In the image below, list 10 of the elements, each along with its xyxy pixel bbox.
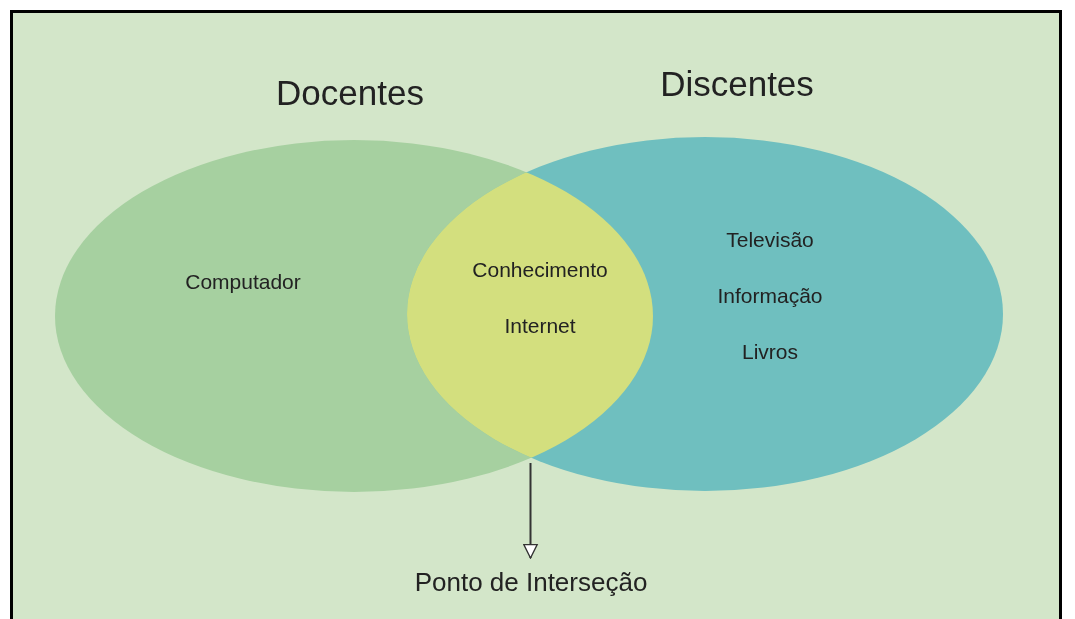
set-item: Internet	[504, 314, 576, 338]
intersection-label: Ponto de Interseção	[414, 566, 648, 598]
set-heading: Docentes	[276, 73, 424, 113]
arrow	[523, 462, 538, 559]
set-item: Computador	[185, 270, 301, 294]
set-heading: Discentes	[660, 64, 814, 104]
set-item: Informação	[717, 284, 823, 308]
set-item: Conhecimento	[472, 258, 608, 282]
set-item: Televisão	[726, 228, 814, 252]
set-item: Livros	[742, 340, 798, 364]
